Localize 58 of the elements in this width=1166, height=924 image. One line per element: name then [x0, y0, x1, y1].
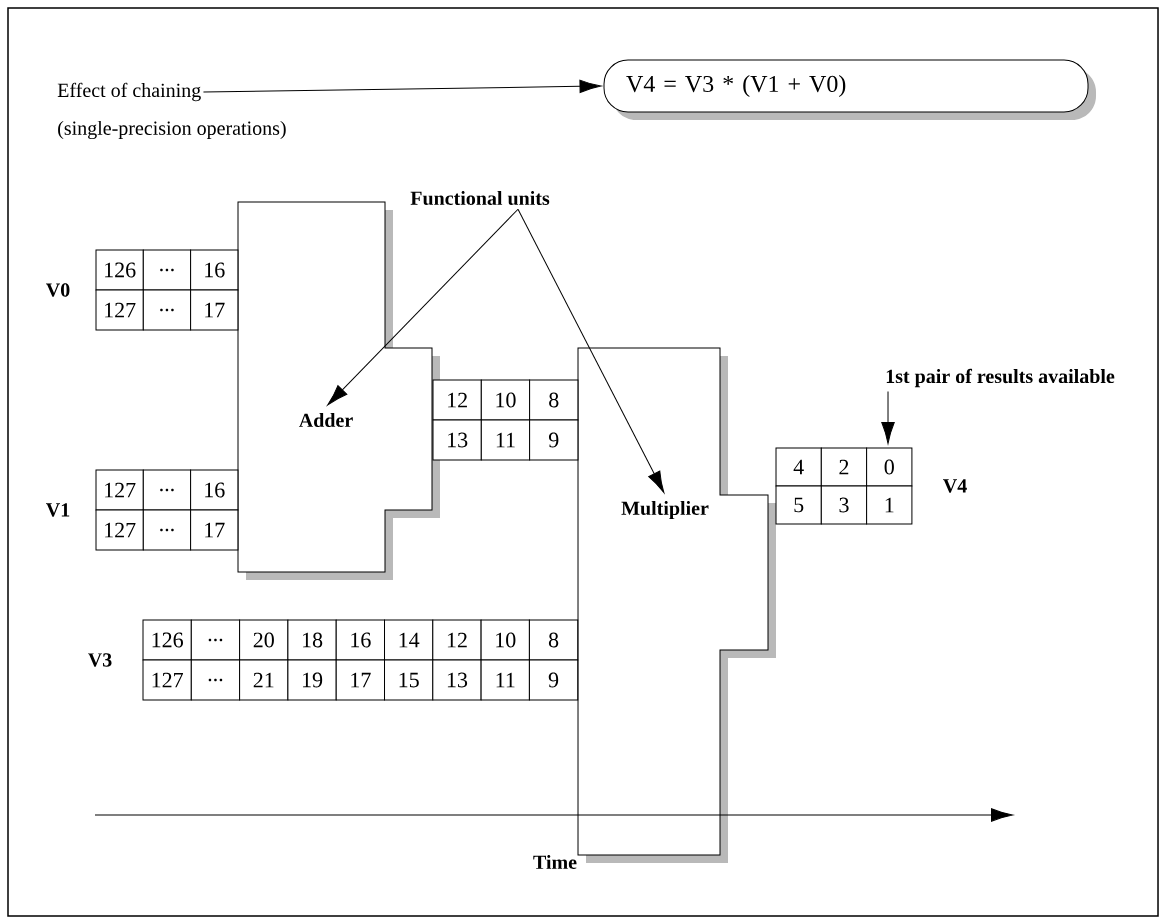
register-cell: 17	[190, 509, 239, 551]
register-label: V4	[943, 479, 967, 493]
register-cell: 16	[190, 249, 239, 291]
register-cell: ...	[142, 249, 192, 291]
arrow	[202, 79, 602, 94]
register-cell: 0	[866, 447, 913, 487]
register-label: V0	[46, 283, 70, 297]
register-cell: 10	[480, 619, 530, 661]
arrow	[517, 208, 665, 493]
register-cell: 13	[432, 659, 482, 701]
register-cell: 21	[239, 659, 289, 701]
register-cell: ...	[190, 659, 241, 701]
register-cell: ...	[142, 289, 192, 331]
register-cell: 9	[528, 659, 579, 701]
register-cell: 126	[95, 249, 144, 291]
register-cell: 20	[239, 619, 289, 661]
register-cell: 12	[432, 379, 482, 421]
register-cell: 11	[480, 659, 530, 701]
subnote-text: (single-precision operations)	[58, 120, 286, 140]
arrow	[881, 390, 895, 444]
register-cell: 17	[335, 659, 385, 701]
register-label: V3	[88, 653, 112, 667]
register-cell: 18	[287, 619, 337, 661]
unit-label: Adder	[298, 412, 353, 428]
axis-label: Time	[533, 855, 577, 870]
register-cell: 11	[480, 419, 531, 461]
register-cell: 2	[820, 447, 868, 487]
register-cell: 5	[775, 485, 822, 525]
register-cell: 127	[95, 289, 144, 331]
register-cell: 1	[866, 485, 913, 525]
register-cell: 126	[142, 619, 192, 661]
register-cell: 15	[384, 659, 434, 701]
register-cell: 13	[432, 419, 482, 461]
register-cell: 16	[190, 469, 239, 511]
register-cell: 10	[480, 379, 531, 421]
register-cell: 16	[335, 619, 385, 661]
register-cell: ...	[142, 509, 192, 551]
register-cell: 8	[529, 379, 579, 421]
register-label: V1	[46, 503, 70, 517]
arrow	[327, 208, 519, 406]
heading-text: Functional units	[410, 190, 550, 206]
unit-label: Multiplier	[621, 500, 709, 520]
register-cell: 8	[528, 619, 579, 661]
register-cell: 127	[142, 659, 192, 701]
register-cell: ...	[190, 619, 241, 661]
register-cell: 127	[95, 469, 144, 511]
heading-text: 1st pair of results available	[886, 368, 1115, 388]
register-cell: 19	[287, 659, 337, 701]
register-cell: 4	[775, 447, 822, 487]
register-cell: 17	[190, 289, 239, 331]
register-cell: ...	[142, 469, 192, 511]
register-cell: 3	[820, 485, 868, 525]
note-text: Effect of chaining	[57, 82, 201, 102]
formula-box: V4 = V3 * (V1 + V0)	[603, 59, 1096, 120]
register-cell: 9	[529, 419, 579, 461]
register-cell: 14	[384, 619, 434, 661]
register-cell: 12	[432, 619, 482, 661]
register-cell: 127	[95, 509, 144, 551]
